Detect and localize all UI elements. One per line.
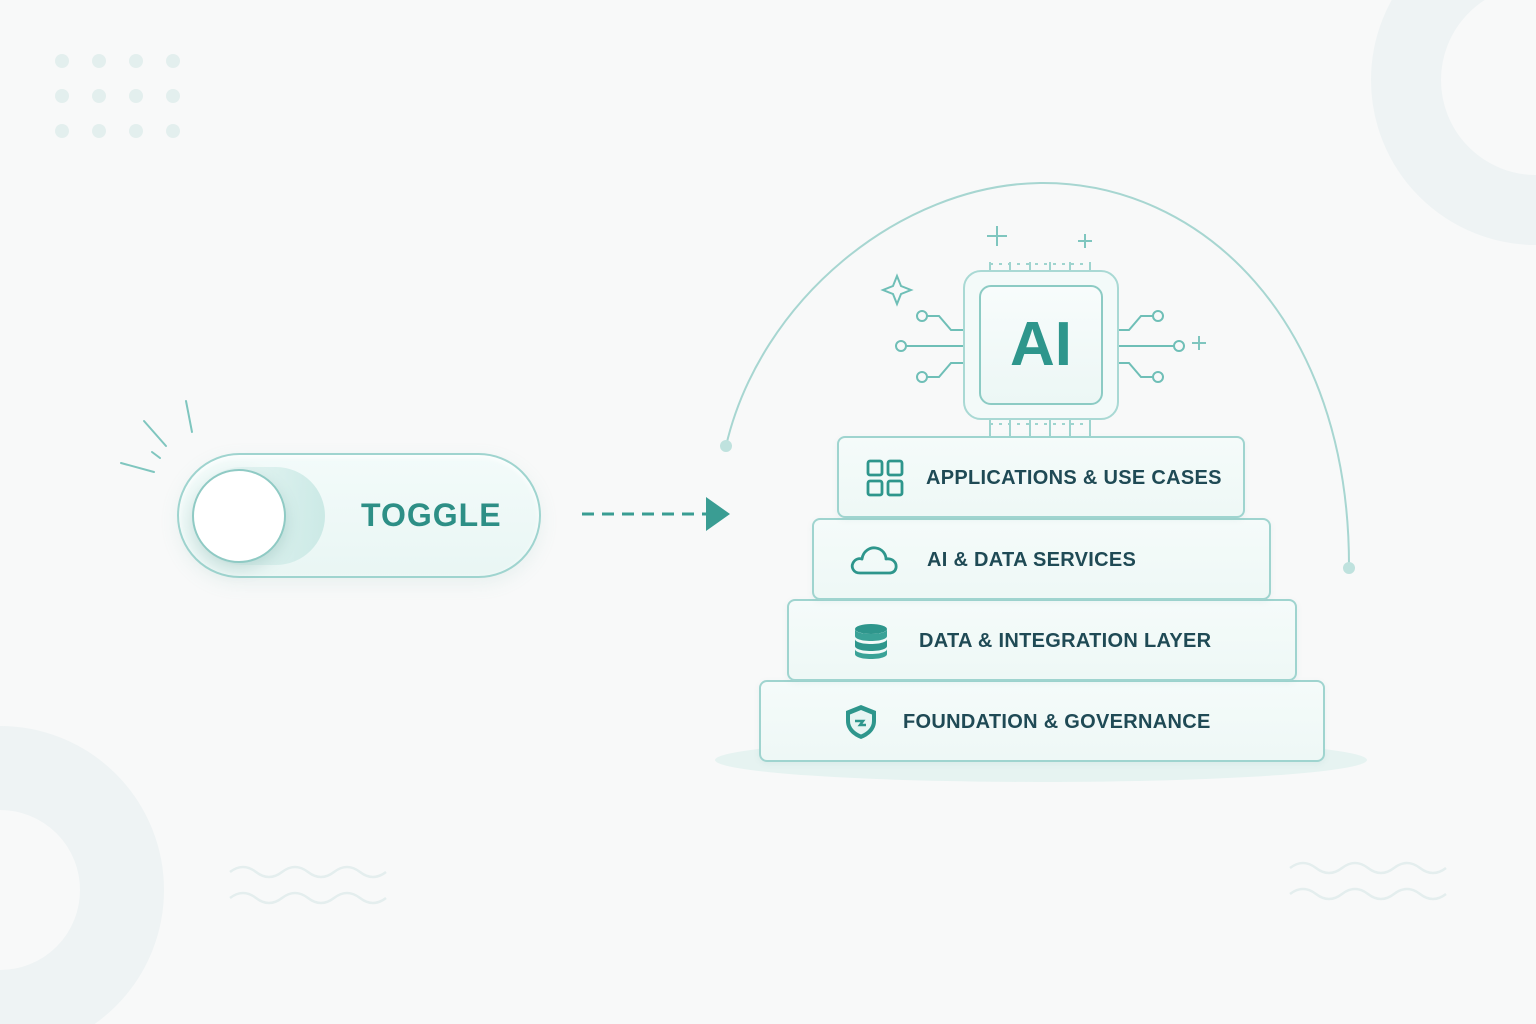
toggle-switch[interactable]: TOGGLE	[177, 453, 541, 578]
orbit-dot-right	[1343, 562, 1355, 574]
circuit-left	[895, 310, 963, 383]
layer-applications-use-cases[interactable]: APPLICATIONS & USE CASES	[837, 436, 1245, 518]
layer-ai-data-services[interactable]: AI & DATA SERVICES	[812, 518, 1271, 600]
decor-ring-top-right	[1371, 0, 1536, 245]
orbit-arc	[725, 181, 1351, 569]
ai-chip-label: AI	[1010, 310, 1072, 379]
layer-label: FOUNDATION & GOVERNANCE	[903, 711, 1211, 733]
shield-icon	[846, 705, 876, 739]
layer-label: AI & DATA SERVICES	[927, 549, 1137, 571]
chip-pins	[989, 262, 1091, 436]
database-icon	[855, 624, 887, 659]
layer-foundation-governance[interactable]: FOUNDATION & GOVERNANCE	[759, 680, 1325, 762]
cloud-icon	[850, 546, 898, 575]
toggle-label: TOGGLE	[361, 497, 502, 533]
toggle-spark-lines	[120, 400, 193, 473]
ai-chip	[979, 285, 1103, 405]
orbit-dot-left	[720, 440, 732, 452]
toggle-knob[interactable]	[192, 469, 286, 563]
circuit-right	[1119, 310, 1185, 383]
decor-dot-grid	[55, 54, 180, 138]
layer-data-integration[interactable]: DATA & INTEGRATION LAYER	[787, 599, 1297, 681]
decor-waves-right	[1289, 861, 1447, 901]
layer-label: APPLICATIONS & USE CASES	[926, 467, 1222, 489]
decor-ring-bottom-left	[0, 726, 164, 1024]
decor-waves-left	[229, 865, 387, 905]
flow-arrow	[582, 497, 730, 531]
sparkle-icons	[880, 226, 1206, 350]
layer-label: DATA & INTEGRATION LAYER	[919, 630, 1212, 652]
grid-icon	[866, 459, 904, 497]
